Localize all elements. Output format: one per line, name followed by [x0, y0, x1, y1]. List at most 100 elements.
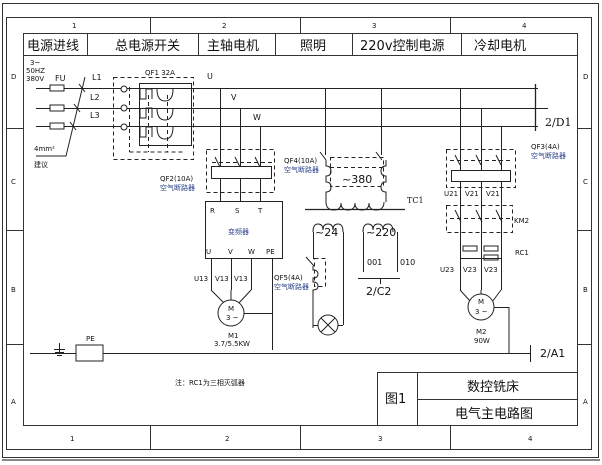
phase-label: 3~ — [30, 59, 40, 67]
ref-2-d1: 2/D1 — [545, 116, 572, 129]
tc1-secondary-220v: ~220 — [366, 226, 396, 239]
frequency-label: 50HZ — [26, 67, 45, 75]
tc1-secondary-24v: ~24 — [315, 226, 338, 239]
row-ruler-right: D C B A — [578, 73, 591, 406]
bus-label-v: V — [231, 93, 237, 102]
power-supply: 3~ 50HZ 380V FU L1 L2 L3 4mm² 建议 — [26, 59, 538, 169]
fuse-icon — [49, 84, 65, 92]
vfd-output-w: W — [248, 248, 255, 256]
section-control-power: 220v控制电源 — [360, 39, 445, 54]
row-label: A — [583, 398, 588, 406]
figure-number: 图1 — [385, 392, 406, 407]
title-block: 图1 数控铣床 电气主电路图 — [377, 372, 578, 426]
section-spindle-motor: 主轴电机 — [207, 39, 259, 54]
qf1-label: QF1 32A — [145, 69, 175, 77]
drawing-border — [6, 17, 592, 450]
vfd-output-pe: PE — [266, 248, 275, 256]
output-010: 010 — [400, 258, 415, 267]
motor1-phase: 3 ~ — [226, 314, 239, 322]
col-label: 3 — [378, 435, 382, 443]
ref-2-c2: 2/C2 — [366, 285, 391, 298]
bus-label-u: U — [207, 72, 213, 81]
vfd-input-t: T — [257, 207, 263, 215]
wire-u13: U13 — [194, 275, 208, 283]
motor2-phase: 3 ~ — [475, 308, 488, 316]
section-coolant-motor: 冷却电机 — [474, 39, 526, 54]
rc1-label: RC1 — [515, 249, 529, 257]
section-lighting: 照明 — [300, 39, 326, 54]
breaker-qf2: QF2(10A) 空气断路器 — [160, 88, 275, 205]
qf4-label: QF4(10A) — [284, 157, 317, 165]
column-ruler-bottom: 1 2 3 4 — [70, 426, 533, 449]
wire-w23: V23 — [484, 266, 498, 274]
pe-label: PE — [86, 335, 95, 343]
wire-v23: V23 — [463, 266, 477, 274]
qf3-label: QF3(4A) — [531, 143, 560, 151]
wire-w21: V21 — [486, 190, 500, 198]
row-label: B — [583, 286, 588, 294]
fuse-label: FU — [55, 74, 66, 83]
outer-border — [2, 3, 599, 458]
section-main-switch: 总电源开关 — [115, 39, 180, 54]
vfd-input-s: S — [235, 207, 240, 215]
section-header: 电源进线 总电源开关 主轴电机 照明 220v控制电源 冷却电机 — [23, 33, 577, 56]
motor1-rating: 3.7/5.5KW — [214, 340, 250, 348]
coolant-circuit: QF3(4A) 空气断路器 U21 V21 V21 KM2 RC1 U23 V2… — [440, 88, 566, 353]
col-label: 2 — [225, 435, 229, 443]
col-label: 1 — [72, 22, 76, 30]
row-label: B — [11, 286, 16, 294]
motor-m1: M 3 ~ M1 3.7/5.5KW — [210, 289, 272, 348]
wire-note: 建议 — [34, 160, 48, 169]
wire-u21: U21 — [444, 190, 458, 198]
wire-size-label: 4mm² — [34, 145, 55, 153]
row-label: A — [11, 398, 16, 406]
motor1-name: M1 — [228, 332, 239, 340]
wire-v21: V21 — [465, 190, 479, 198]
vfd-label: 变频器 — [228, 227, 249, 236]
motor2-name: M2 — [476, 328, 487, 336]
qf5-label: QF5(4A) — [274, 274, 303, 282]
ground-icon — [54, 343, 65, 356]
row-label: D — [583, 73, 588, 81]
km2-label: KM2 — [514, 217, 529, 225]
tc1-label: TC1 — [407, 196, 424, 205]
vfd-output-v: V — [228, 248, 233, 256]
line-label-l3: L3 — [90, 111, 100, 120]
wire-w13: V13 — [234, 275, 248, 283]
section-power-input: 电源进线 — [27, 39, 79, 54]
motor-icon — [217, 299, 245, 327]
col-label: 3 — [372, 22, 376, 30]
inner-border — [23, 33, 578, 426]
row-label: C — [583, 178, 588, 186]
row-ruler-left: D C B A — [6, 73, 23, 406]
drawing-title: 数控铣床 — [467, 380, 519, 395]
wire-v13: V13 — [215, 275, 229, 283]
transformer-tc1: QF4(10A) 空气断路器 ~380 TC1 ~24 ~220 001 010… — [284, 88, 424, 325]
qf5-desc: 空气断路器 — [274, 282, 309, 291]
lighting-circuit: QF5(4A) 空气断路器 — [274, 256, 343, 336]
vfd: R S T 变频器 U V W PE U13 V13 V13 — [194, 201, 283, 350]
col-label: 4 — [528, 435, 533, 443]
line-label-l2: L2 — [90, 93, 100, 102]
row-label: D — [11, 73, 16, 81]
vfd-input-r: R — [210, 207, 215, 215]
col-label: 4 — [522, 22, 527, 30]
motor2-rating: 90W — [474, 337, 490, 345]
motor1-symbol: M — [228, 305, 234, 313]
fuse-icon — [49, 122, 65, 130]
tc1-primary-voltage: ~380 — [342, 173, 372, 186]
fuse-icon — [49, 104, 65, 112]
vfd-output-u: U — [206, 248, 211, 256]
note-text: 注：RC1为三相灭弧器 — [175, 378, 245, 387]
qf2-desc: 空气断路器 — [160, 183, 195, 192]
pe-ground-line: 2/A1 PE — [30, 335, 565, 362]
col-label: 1 — [70, 435, 74, 443]
qf2-label: QF2(10A) — [160, 175, 193, 183]
voltage-label: 380V — [26, 75, 44, 83]
row-label: C — [11, 178, 16, 186]
bus-label-w: W — [253, 113, 261, 122]
motor2-symbol: M — [478, 298, 484, 306]
qf4-desc: 空气断路器 — [284, 165, 319, 174]
qf3-desc: 空气断路器 — [531, 151, 566, 160]
